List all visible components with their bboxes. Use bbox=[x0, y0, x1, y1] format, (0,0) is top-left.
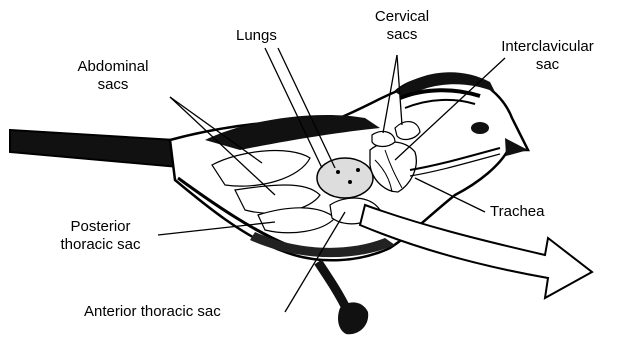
label-lungs: Lungs bbox=[236, 27, 277, 45]
leg bbox=[318, 262, 348, 312]
eye bbox=[471, 122, 489, 134]
label-abdominal-sacs: Abdominal sacs bbox=[58, 58, 168, 94]
cervical-sac-1 bbox=[395, 122, 420, 140]
cervical-sac-2 bbox=[372, 131, 395, 146]
label-anterior-thoracic-sac: Anterior thoracic sac bbox=[84, 303, 221, 321]
airflow-arrow bbox=[360, 205, 592, 298]
label-trachea: Trachea bbox=[490, 203, 544, 221]
label-interclavicular-sac: Interclavicular sac bbox=[480, 38, 615, 74]
lungs bbox=[317, 158, 373, 198]
foot bbox=[338, 302, 368, 334]
tail bbox=[10, 130, 190, 168]
label-posterior-thoracic-sac: Posterior thoracic sac bbox=[38, 218, 163, 254]
label-cervical-sacs: Cervical sacs bbox=[362, 8, 442, 44]
